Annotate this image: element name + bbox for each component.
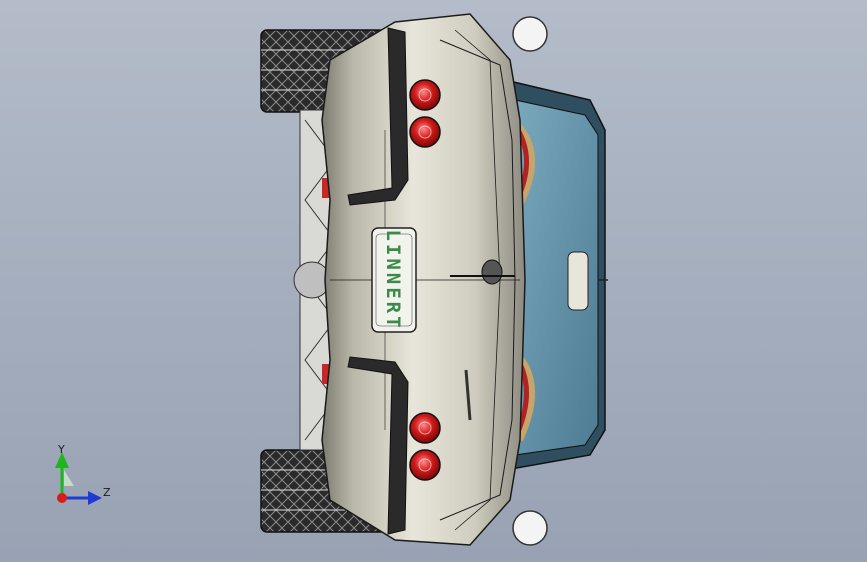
license-plate xyxy=(371,227,417,333)
taillight-2 xyxy=(409,116,441,148)
taillight-3 xyxy=(409,412,441,444)
side-mirrors xyxy=(512,16,548,546)
taillights xyxy=(409,79,441,481)
taillight-4 xyxy=(409,449,441,481)
axis-triad xyxy=(55,452,102,505)
z-axis-label: Z xyxy=(103,486,111,499)
taillight-1 xyxy=(409,79,441,111)
rear-body-shell xyxy=(321,13,526,546)
y-axis-label: Y xyxy=(58,443,65,456)
